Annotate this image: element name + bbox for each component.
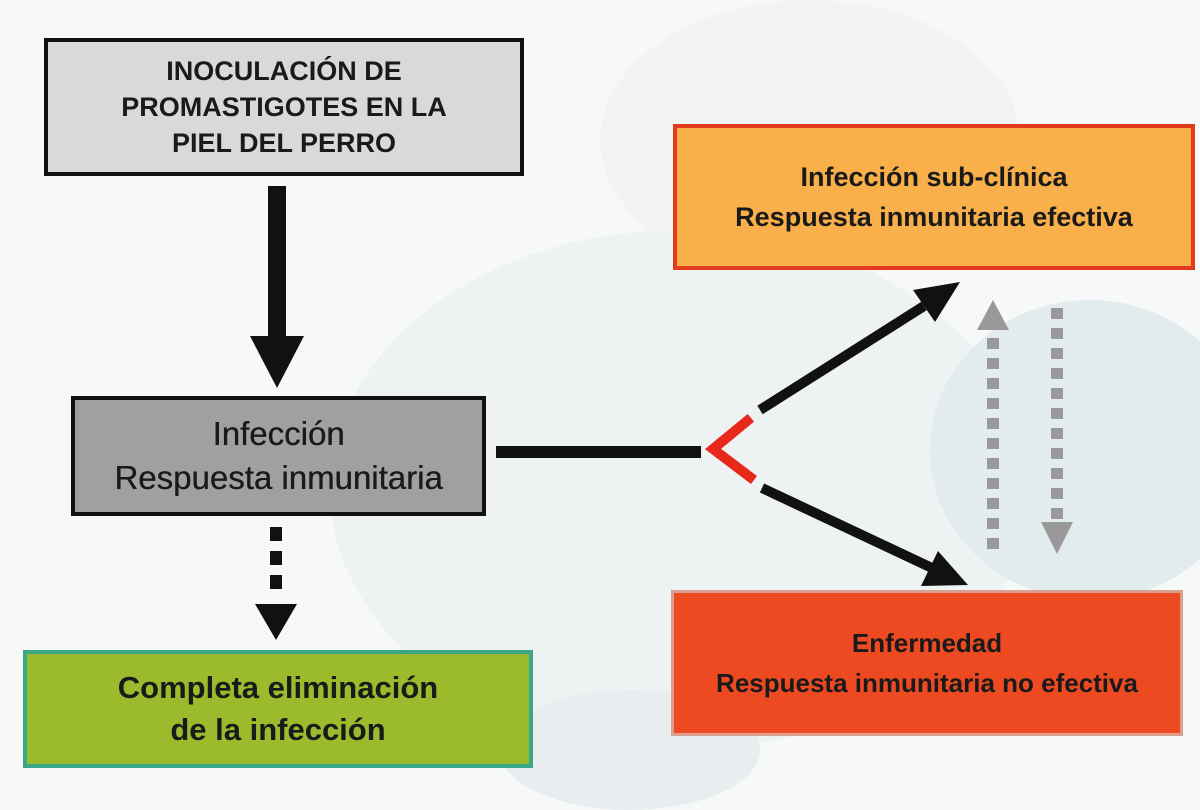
node-infeccion-line1: Infección xyxy=(212,415,345,452)
node-subclinica-line2: Respuesta inmunitaria efectiva xyxy=(735,202,1133,232)
arrow-fork-to-subclinica xyxy=(757,282,960,415)
connector-to-fork xyxy=(496,446,701,458)
node-enfermedad: Enfermedad Respuesta inmunitaria no efec… xyxy=(671,590,1183,736)
dotted-arrow-up xyxy=(977,300,1009,549)
node-eliminacion-line1: Completa eliminación xyxy=(117,670,439,705)
arrow-inoculacion-to-infeccion xyxy=(250,186,304,388)
node-eliminacion-line2: de la infección xyxy=(170,712,386,747)
dotted-arrow-down xyxy=(1041,308,1073,554)
connector-layer xyxy=(250,186,1073,640)
fork-mark xyxy=(704,413,758,485)
node-enfermedad-line2: Respuesta inmunitaria no efectiva xyxy=(716,668,1138,698)
node-subclinica-line1: Infección sub-clínica xyxy=(800,162,1068,192)
node-eliminacion: Completa eliminación de la infección xyxy=(23,650,533,768)
node-infeccion-line2: Respuesta inmunitaria xyxy=(114,459,443,496)
node-enfermedad-line1: Enfermedad xyxy=(851,628,1003,658)
node-inoculacion: INOCULACIÓN DE PROMASTIGOTES EN LA PIEL … xyxy=(44,38,524,176)
node-inoculacion-line1: INOCULACIÓN DE xyxy=(166,56,402,86)
arrow-fork-to-enfermedad xyxy=(759,483,968,586)
node-inoculacion-line3: PIEL DEL PERRO xyxy=(171,128,397,158)
dashed-arrow-infeccion-to-eliminacion xyxy=(255,527,297,640)
node-inoculacion-line2: PROMASTIGOTES EN LA xyxy=(121,92,447,122)
node-subclinica: Infección sub-clínica Respuesta inmunita… xyxy=(673,124,1195,270)
node-infeccion: Infección Respuesta inmunitaria xyxy=(71,396,486,516)
